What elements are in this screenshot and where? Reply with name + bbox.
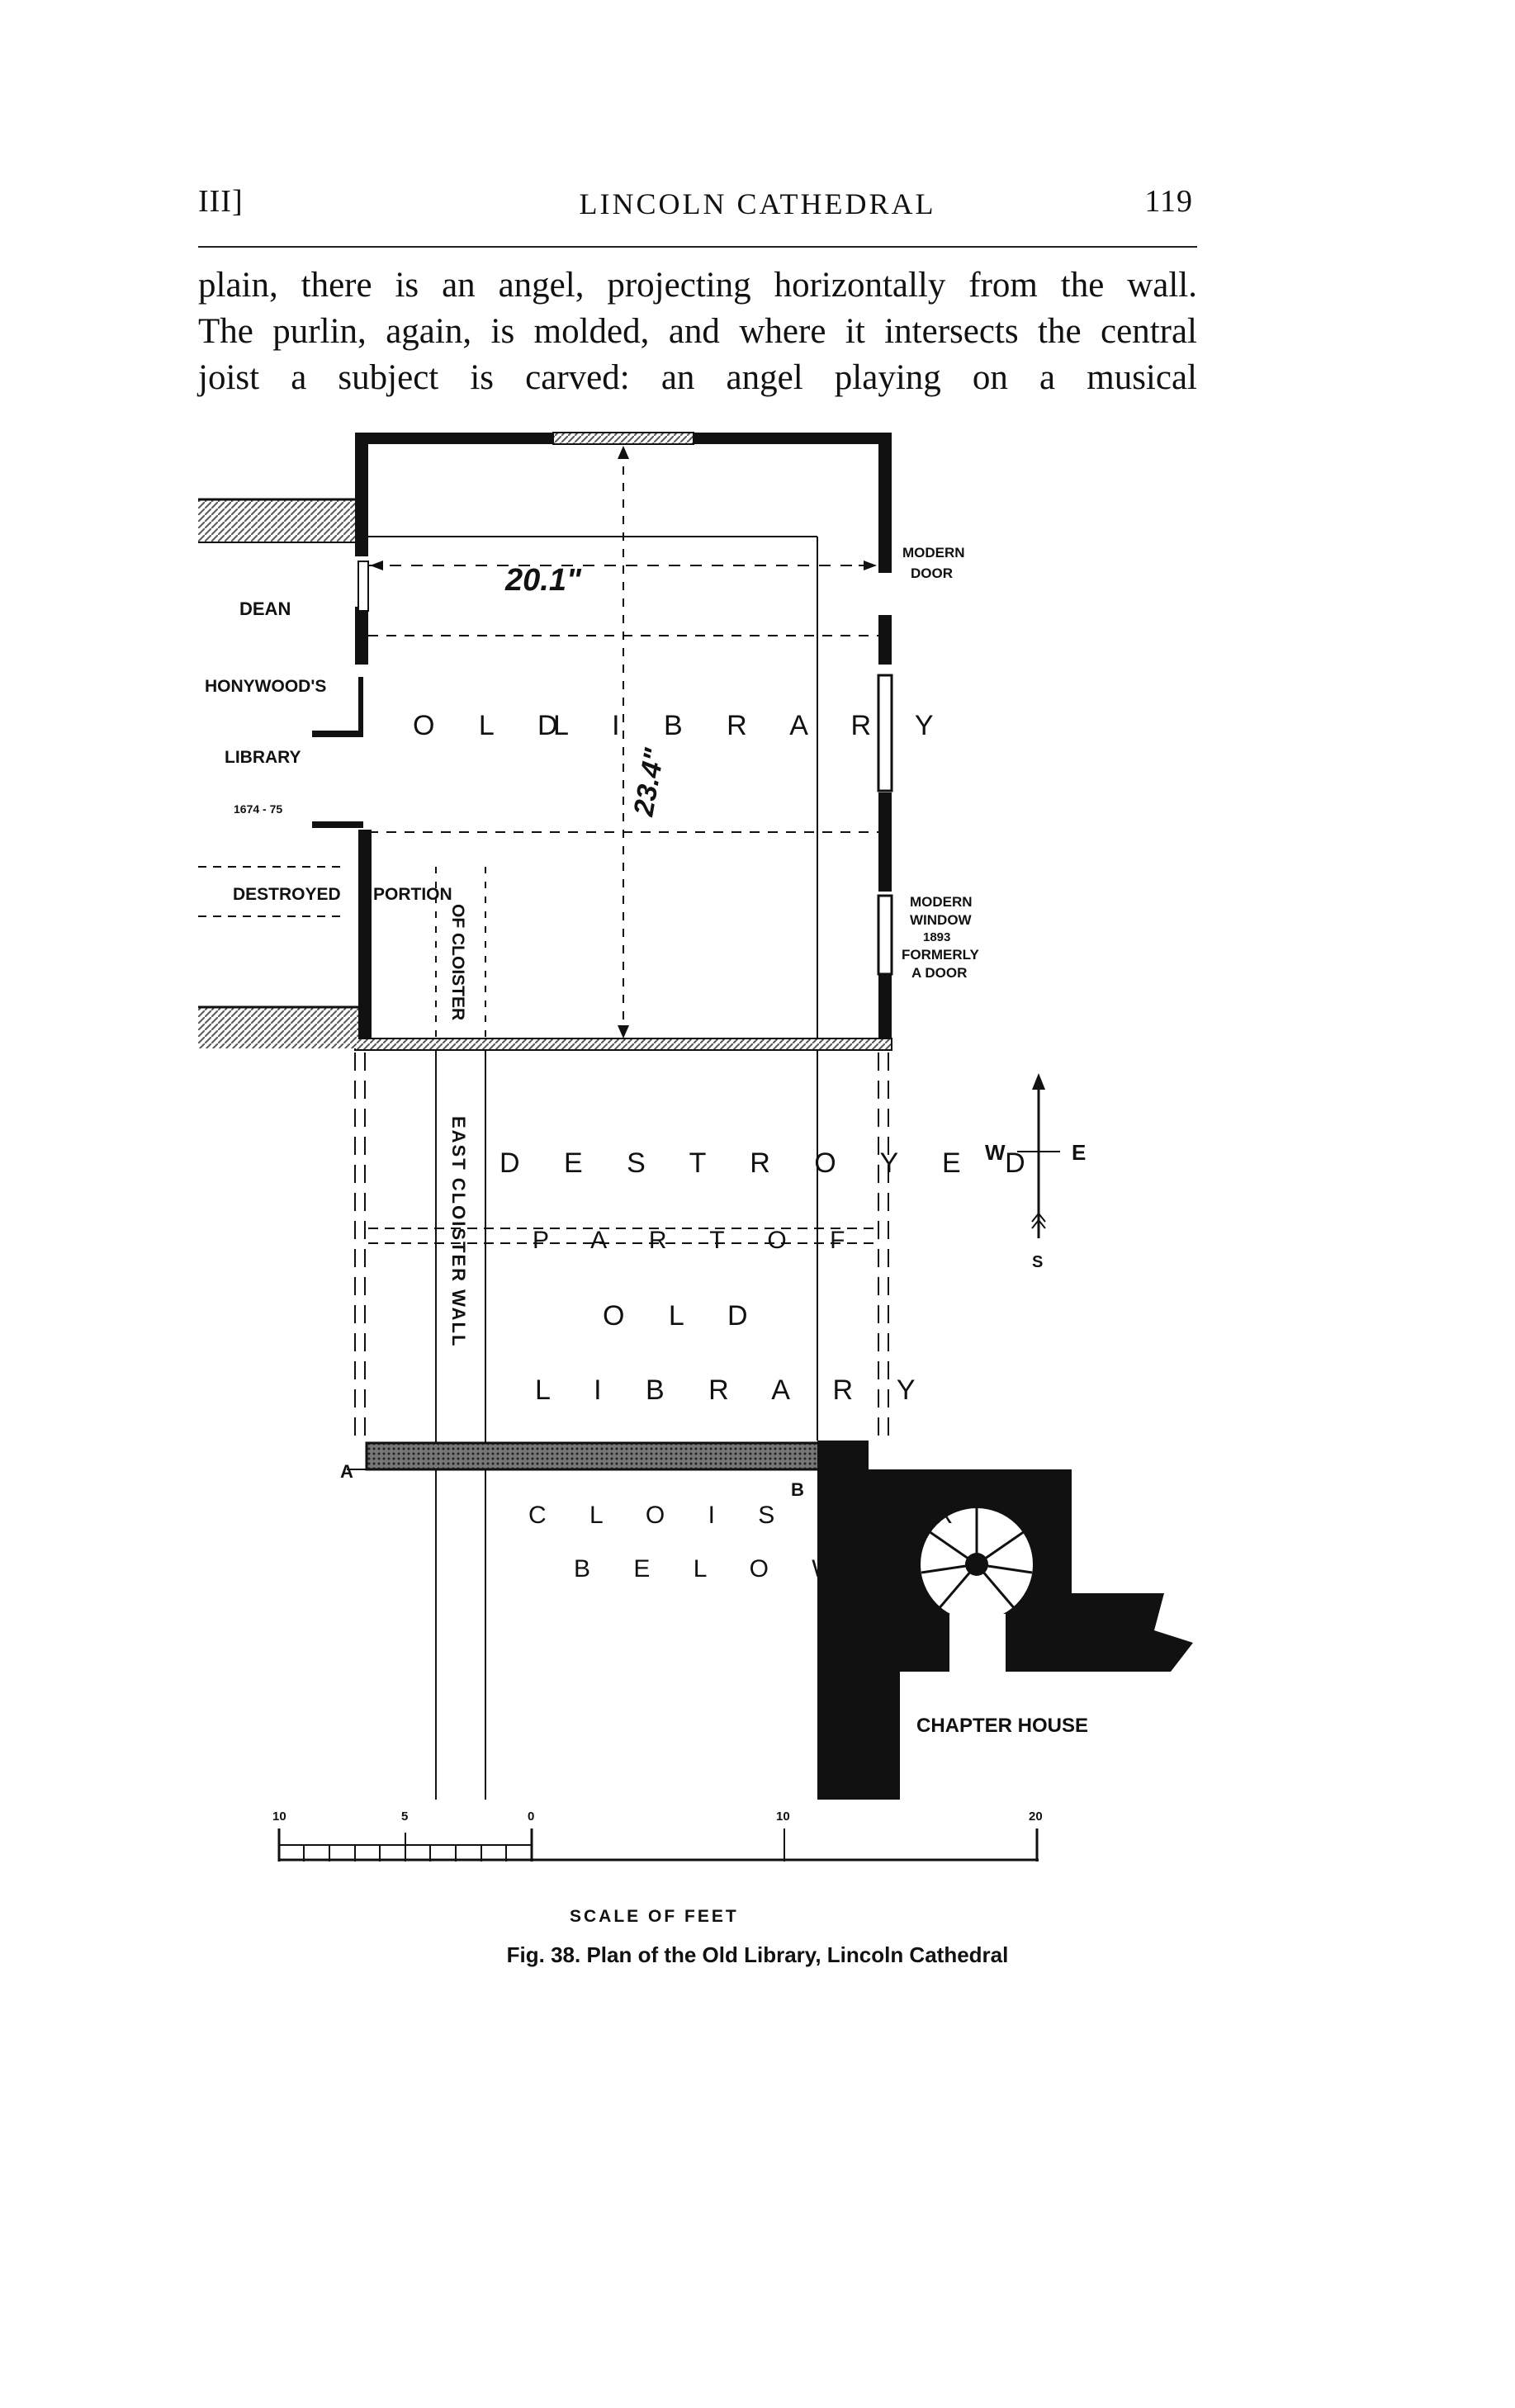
destroyed-portion-label-1: DESTROYED xyxy=(233,885,341,904)
modern-window-label-3: 1893 xyxy=(923,930,950,944)
chapter-house-label: CHAPTER HOUSE xyxy=(916,1715,1088,1737)
destroyed-label: D E S T R O Y E D xyxy=(499,1147,1044,1179)
modern-window-label-2: WINDOW xyxy=(910,912,973,928)
scale-tick-label: 5 xyxy=(401,1810,408,1824)
east-cloister-wall-label: EAST CLOISTER WALL xyxy=(448,1116,469,1347)
point-a-label: A xyxy=(340,1461,353,1482)
running-title: LINCOLN CATHEDRAL xyxy=(579,187,936,220)
of-cloister-label: OF CLOISTER xyxy=(448,904,467,1020)
scale-tick-label: 10 xyxy=(272,1810,286,1824)
scale-tick-label: 0 xyxy=(528,1810,534,1824)
compass-icon xyxy=(1017,1073,1060,1238)
destroyed-part-lines xyxy=(354,1050,889,1800)
body-line: The purlin, again, is molded, and where … xyxy=(198,312,1197,351)
below-label: B E L O W xyxy=(574,1555,854,1582)
library-label: L I B R A R Y xyxy=(535,1374,934,1406)
scale-tick-label: 20 xyxy=(1029,1810,1043,1824)
body-line: joist a subject is carved: an angel play… xyxy=(198,358,1197,397)
width-dimension: 20.1" xyxy=(504,563,582,598)
modern-door-label-2: DOOR xyxy=(911,565,953,581)
modern-window-label-4: FORMERLY xyxy=(902,947,979,963)
figure-caption: Fig. 38. Plan of the Old Library, Lincol… xyxy=(506,1942,1009,1967)
compass-south: S xyxy=(1032,1253,1043,1271)
modern-window-label-1: MODERN xyxy=(910,894,973,910)
body-line: plain, there is an angel, projecting hor… xyxy=(198,266,1197,305)
date-label: 1674 - 75 xyxy=(234,802,282,816)
library-small-label: LIBRARY xyxy=(225,748,301,767)
page-number: 119 xyxy=(1144,184,1193,219)
chapter-house-block xyxy=(817,1441,1193,1800)
old-library-interior-lines xyxy=(368,450,878,1038)
chapter-number: III] xyxy=(198,184,244,219)
header-rule xyxy=(198,246,1197,248)
old-library-walls xyxy=(354,432,893,1051)
cloister-label: C L O I S T E R xyxy=(528,1502,971,1529)
point-b-label: B xyxy=(791,1479,804,1500)
dean-label: DEAN xyxy=(239,598,291,619)
old-label: O L D xyxy=(603,1300,766,1332)
length-dimension: 23.4" xyxy=(627,745,670,819)
part-of-label: P A R T O F xyxy=(533,1227,863,1254)
scale-label: SCALE OF FEET xyxy=(570,1907,739,1926)
honywood-label: HONYWOOD'S xyxy=(205,677,326,696)
modern-window-label-5: A DOOR xyxy=(911,965,967,981)
wall-a-b xyxy=(365,1441,821,1471)
body-paragraph: plain, there is an angel, projecting hor… xyxy=(198,263,1197,401)
scale-tick-label: 10 xyxy=(776,1810,790,1824)
destroyed-portion-label-2: PORTION xyxy=(373,885,452,904)
dimension-arrows xyxy=(370,446,877,1038)
honywood-library-walls xyxy=(198,498,363,1048)
compass-west: W xyxy=(985,1140,1006,1165)
old-library-label-2: L I B R A R Y xyxy=(553,710,952,741)
old-library-label-1: O L D xyxy=(413,710,576,741)
scale-bar xyxy=(277,1828,1039,1862)
modern-door-label-1: MODERN xyxy=(902,545,965,561)
compass-east: E xyxy=(1072,1140,1086,1165)
